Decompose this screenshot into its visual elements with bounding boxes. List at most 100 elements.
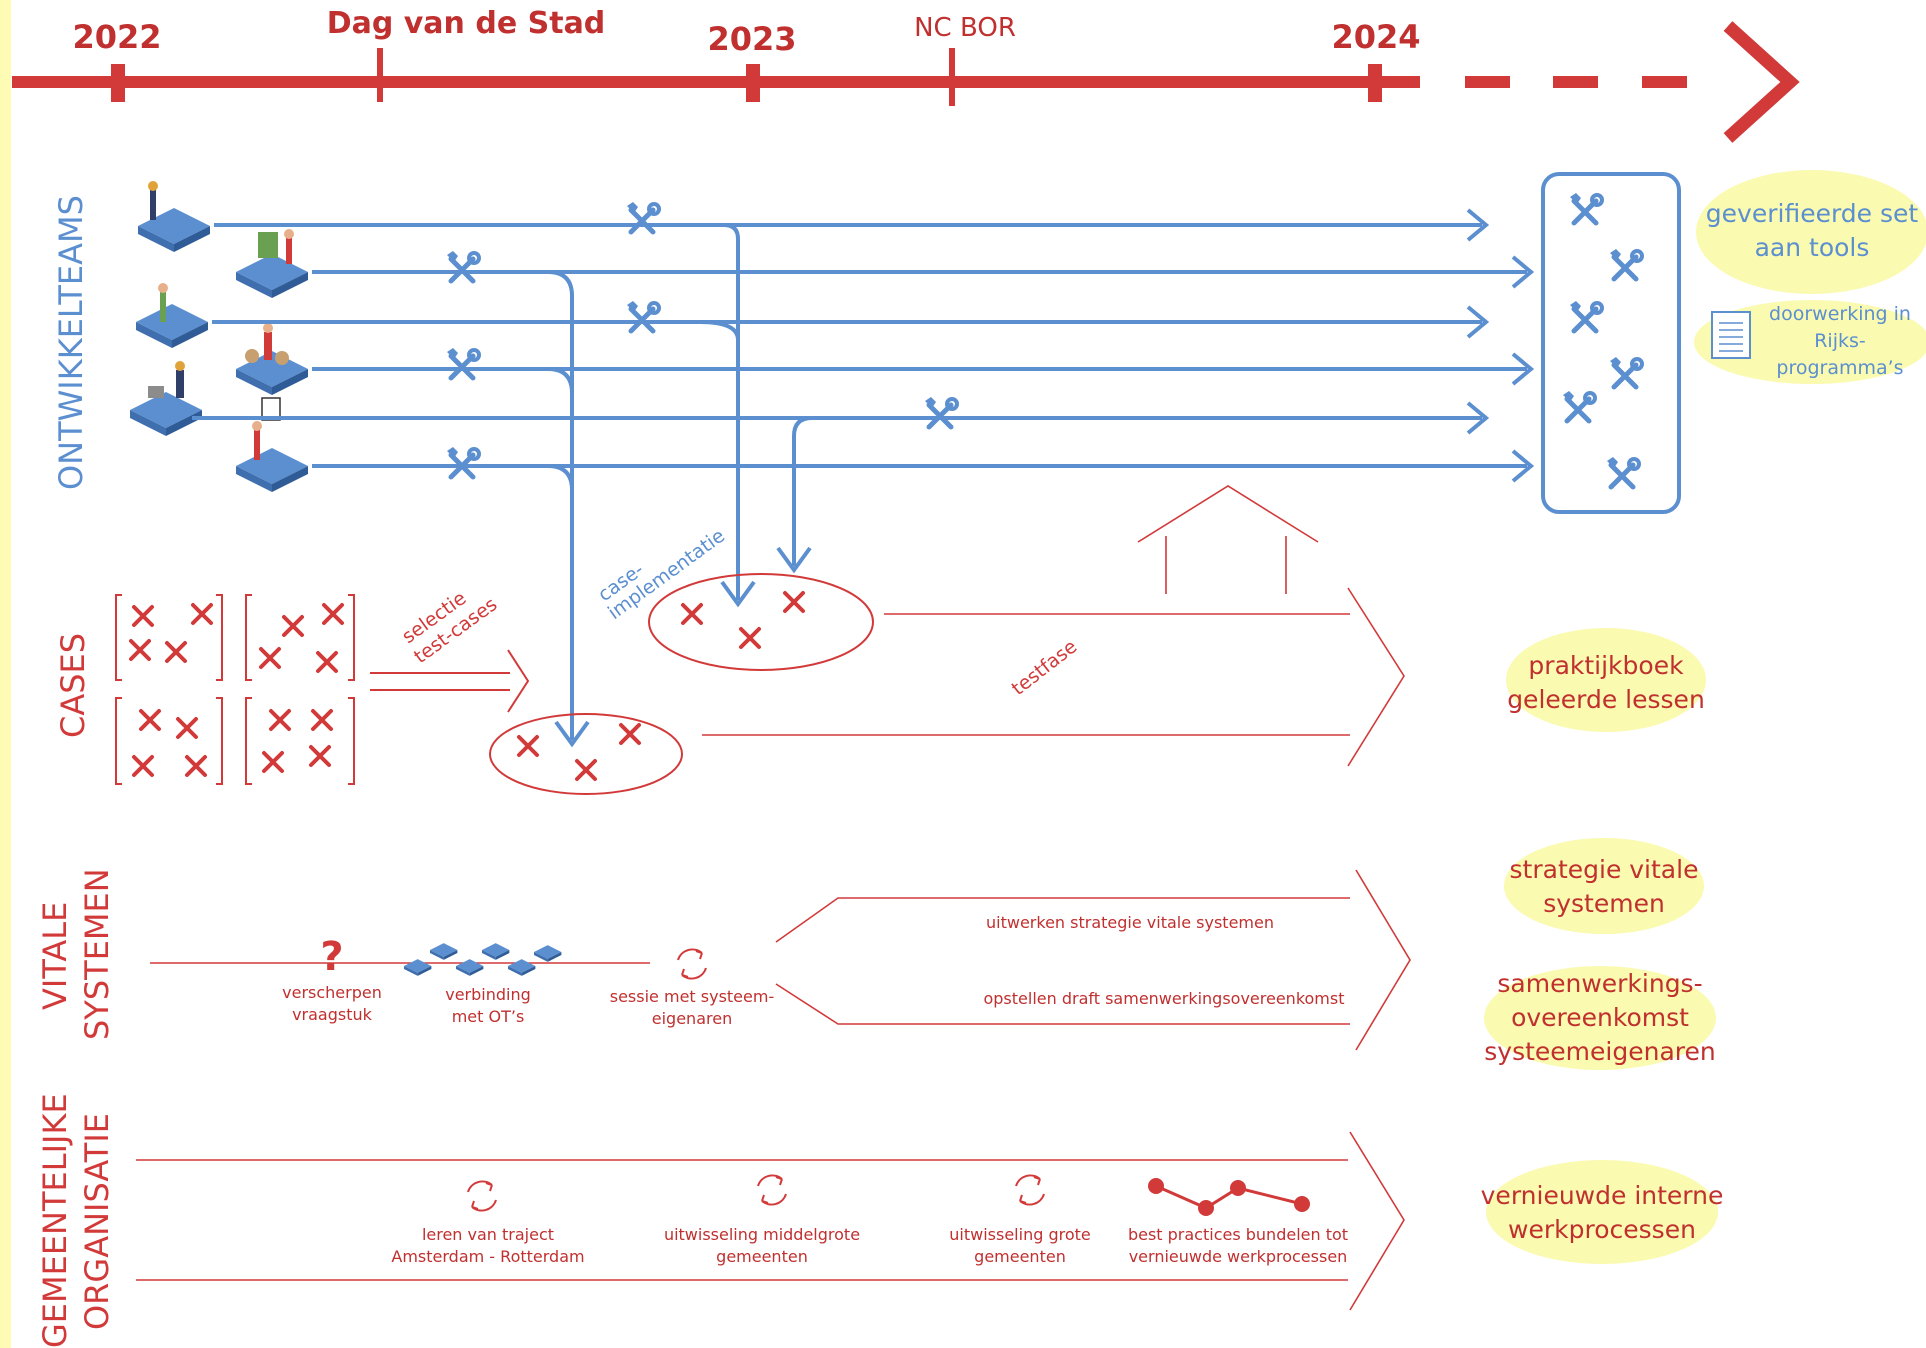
tool-icon bbox=[627, 301, 659, 331]
outcome-rijks-line2: Rijks- bbox=[1814, 330, 1866, 352]
best-practice-graph-icon bbox=[1148, 1178, 1310, 1216]
gemeente-lane: leren van traject Amsterdam - Rotterdam … bbox=[136, 1131, 1724, 1311]
outcome-samenwerking-line3: systeemeigenaren bbox=[1484, 1037, 1715, 1066]
tick-2023 bbox=[746, 64, 760, 102]
case-x bbox=[575, 759, 597, 781]
outcome-samenwerking-line2: overeenkomst bbox=[1511, 1003, 1689, 1032]
marker-2023: 2023 bbox=[707, 20, 796, 58]
lane-title-systemen: SYSTEMEN bbox=[78, 868, 116, 1040]
gemeente-step-1-line2: Amsterdam - Rotterdam bbox=[391, 1247, 584, 1266]
case-x bbox=[129, 639, 151, 661]
tool-icon bbox=[1570, 193, 1602, 223]
timeline: 2022 Dag van de Stad 2023 NC BOR 2024 bbox=[12, 6, 1800, 143]
outcome-strategie-line2: systemen bbox=[1543, 889, 1665, 918]
case-x bbox=[132, 605, 154, 627]
case-cluster bbox=[648, 573, 874, 671]
lane-title-ontwikkelteams: ONTWIKKELTEAMS bbox=[52, 195, 90, 490]
tick-nc-bor bbox=[949, 48, 955, 106]
vitale-step-1-line2: vraagstuk bbox=[292, 1005, 373, 1024]
case-x bbox=[176, 717, 198, 739]
team-figures bbox=[148, 181, 294, 460]
outcome-praktijk-line2: geleerde lessen bbox=[1507, 685, 1705, 714]
document-icon bbox=[1711, 311, 1751, 359]
outcome-praktijk-blob bbox=[1506, 628, 1706, 732]
exchange-icon bbox=[757, 1174, 787, 1206]
team-tile bbox=[236, 448, 308, 492]
case-x bbox=[191, 603, 213, 625]
case-cluster bbox=[489, 713, 683, 795]
gemeente-step-4-line1: best practices bundelen tot bbox=[1128, 1225, 1348, 1244]
case-x bbox=[282, 615, 304, 637]
tool-icon bbox=[1607, 457, 1639, 487]
timeline-dash bbox=[1465, 76, 1510, 88]
timeline-dash bbox=[1642, 76, 1687, 88]
testfase-label: testfase bbox=[1008, 636, 1082, 700]
case-implementation-arrows bbox=[547, 223, 990, 748]
lane-title-organisatie: ORGANISATIE bbox=[78, 1113, 116, 1330]
case-x bbox=[132, 755, 154, 777]
vitale-step-3-line2: eigenaren bbox=[652, 1009, 732, 1028]
marker-dag-van-de-stad: Dag van de Stad bbox=[327, 6, 606, 41]
testfase-arrow bbox=[702, 587, 1405, 767]
case-x bbox=[619, 723, 641, 745]
mini-teams-icon bbox=[404, 943, 562, 976]
case-x bbox=[262, 751, 284, 773]
vitale-step-1-line1: verscherpen bbox=[282, 983, 382, 1002]
marker-nc-bor: NC BOR bbox=[914, 13, 1016, 43]
team-tile bbox=[136, 304, 208, 348]
gemeente-step-2-line2: gemeenten bbox=[716, 1247, 808, 1266]
case-x bbox=[783, 591, 805, 613]
exchange-icon bbox=[1015, 1174, 1045, 1206]
outcome-werkprocessen-blob bbox=[1486, 1160, 1718, 1264]
case-x bbox=[139, 709, 161, 731]
house-icon bbox=[1137, 485, 1319, 594]
outcome-tools-line1: geverifieerde set bbox=[1706, 199, 1919, 228]
tool-icon bbox=[627, 202, 659, 232]
outcome-rijks-blob bbox=[1694, 300, 1926, 384]
tick-dag-van-de-stad bbox=[377, 48, 383, 102]
outcome-samenwerking-line1: samenwerkings- bbox=[1497, 969, 1702, 998]
outcome-rijks-line3: programma’s bbox=[1776, 357, 1903, 379]
lane-title-gemeentelijke: GEMEENTELIJKE bbox=[36, 1093, 74, 1348]
tool-icon bbox=[447, 447, 479, 477]
case-x bbox=[739, 627, 761, 649]
team-track-lines bbox=[192, 208, 1535, 483]
outcome-tools-line2: aan tools bbox=[1755, 233, 1870, 262]
vitale-track-top: uitwerken strategie vitale systemen bbox=[986, 913, 1274, 932]
tick-2022 bbox=[111, 64, 125, 102]
tool-icon bbox=[447, 251, 479, 281]
tool-icon bbox=[1563, 391, 1595, 421]
vitale-track-bottom: opstellen draft samenwerkingsovereenkoms… bbox=[983, 989, 1344, 1008]
case-x bbox=[322, 603, 344, 625]
outcome-strategie-blob bbox=[1504, 838, 1704, 934]
tool-icon bbox=[925, 397, 957, 427]
outcome-praktijk-line1: praktijkboek bbox=[1528, 651, 1684, 680]
gemeente-step-3-line2: gemeenten bbox=[974, 1247, 1066, 1266]
cases-lane: selectie test-cases testfase praktijkboe… bbox=[115, 485, 1706, 795]
vitale-step-2-line2: met OT’s bbox=[452, 1007, 525, 1026]
timeline-arrowhead bbox=[1723, 21, 1800, 143]
lane-title-cases: CASES bbox=[54, 633, 92, 738]
outcome-strategie-line1: strategie vitale bbox=[1510, 855, 1699, 884]
case-x bbox=[165, 641, 187, 663]
outcome-rijks-line1: doorwerking in bbox=[1769, 303, 1911, 325]
outcome-werkprocessen-line1: vernieuwde interne bbox=[1481, 1181, 1724, 1210]
timeline-bar bbox=[12, 76, 1420, 88]
vitale-big-arrow bbox=[775, 869, 1411, 1051]
vitale-step-3-line1: sessie met systeem- bbox=[610, 987, 774, 1006]
case-x bbox=[259, 647, 281, 669]
case-x bbox=[311, 709, 333, 731]
team-tile bbox=[138, 208, 210, 252]
outcome-werkprocessen-line2: werkprocessen bbox=[1508, 1215, 1696, 1244]
case-x bbox=[517, 735, 539, 757]
tool-icon bbox=[1610, 249, 1642, 279]
tool-icon bbox=[447, 348, 479, 378]
vitale-step-2-line1: verbinding bbox=[445, 985, 531, 1004]
gemeente-step-4-line2: vernieuwde werkprocessen bbox=[1129, 1247, 1348, 1266]
tool-icon bbox=[1570, 301, 1602, 331]
vitale-systemen-lane: ? verscherpen vraagstuk verbinding met O… bbox=[150, 838, 1716, 1070]
tool-icon bbox=[1610, 357, 1642, 387]
team-tile bbox=[130, 392, 202, 436]
timeline-dash bbox=[1553, 76, 1598, 88]
